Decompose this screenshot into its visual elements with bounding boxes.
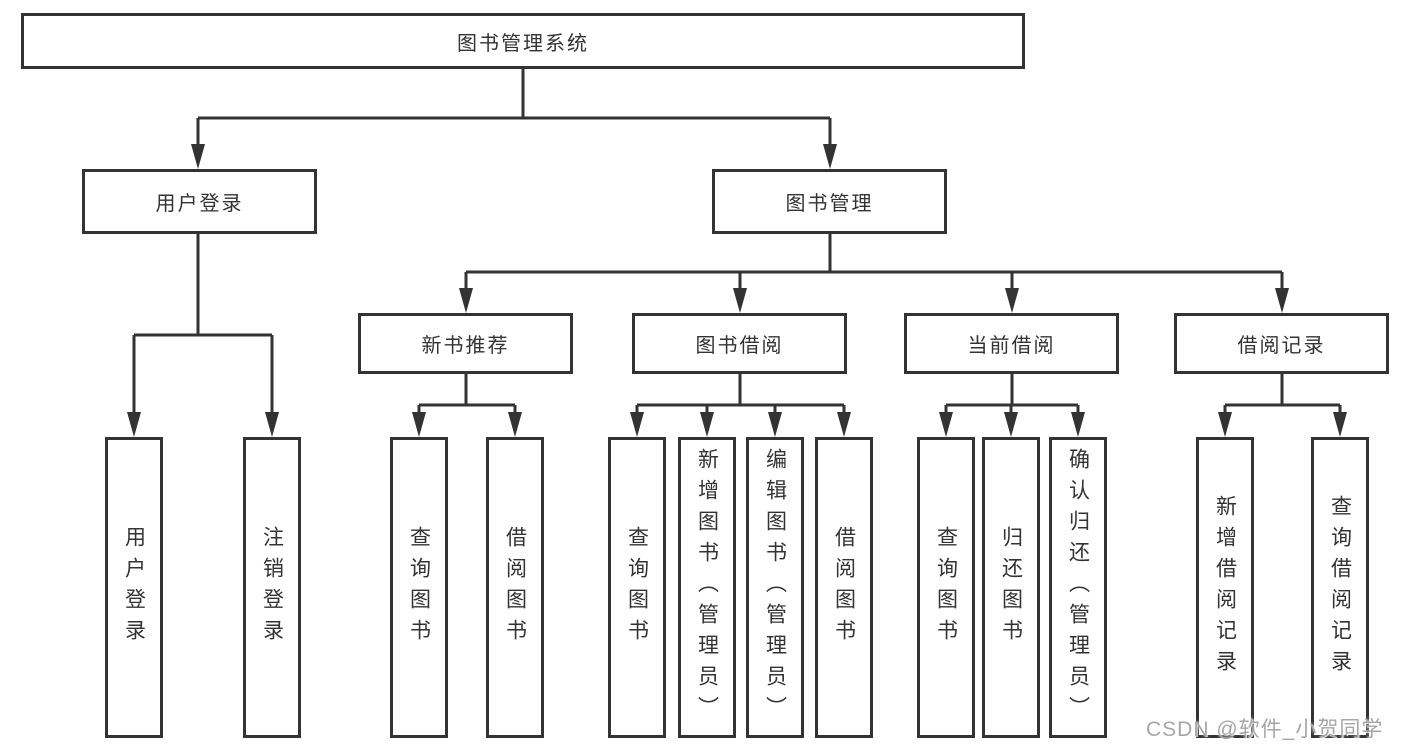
node-book-borrowing: 图书借阅 xyxy=(632,313,847,374)
connector-records-fork xyxy=(1223,374,1342,413)
leaf-label: 借阅图书 xyxy=(503,525,527,650)
arrow-down-icon xyxy=(939,412,953,437)
leaf-user-login: 用户登录 xyxy=(105,437,163,738)
arrow-down-icon xyxy=(1004,412,1018,437)
arrow-down-icon xyxy=(630,412,644,437)
arrowheads xyxy=(127,144,1347,437)
arrow-down-icon xyxy=(1275,288,1289,313)
leaf-label: 借阅图书 xyxy=(832,525,856,650)
arrow-down-icon xyxy=(700,412,714,437)
arrow-down-icon xyxy=(191,144,205,169)
leaf-label: 编辑图书（管理员） xyxy=(763,448,787,727)
arrow-down-icon xyxy=(768,412,782,437)
leaf-label: 查询图书 xyxy=(407,525,431,650)
leaf-label: 确认归还（管理员） xyxy=(1066,448,1090,727)
node-user-login: 用户登录 xyxy=(82,169,317,234)
connector-login-fork xyxy=(132,234,274,413)
leaf-borrow-books-recommend: 借阅图书 xyxy=(486,437,544,738)
leaf-label: 查询图书 xyxy=(934,525,958,650)
connector-bookmgmt-to-level3 xyxy=(464,233,1284,289)
node-new-book-recommend: 新书推荐 xyxy=(358,313,573,374)
arrow-down-icon xyxy=(265,412,279,437)
arrow-down-icon xyxy=(1005,288,1019,313)
leaf-label: 归还图书 xyxy=(999,525,1023,650)
node-library-management-system: 图书管理系统 xyxy=(21,13,1025,69)
leaf-label: 查询图书 xyxy=(625,525,649,650)
arrow-down-icon xyxy=(733,288,747,313)
leaf-edit-book-admin: 编辑图书（管理员） xyxy=(746,437,804,738)
leaf-confirm-return-admin: 确认归还（管理员） xyxy=(1049,437,1107,738)
leaf-label: 新增图书（管理员） xyxy=(695,448,719,727)
leaf-query-books-recommend: 查询图书 xyxy=(390,437,448,738)
leaf-query-books-current: 查询图书 xyxy=(917,437,975,738)
leaf-label: 查询借阅记录 xyxy=(1328,494,1352,681)
csdn-watermark: CSDN @软件_小贺同学 xyxy=(1146,718,1384,741)
leaf-label: 注销登录 xyxy=(260,525,284,650)
leaf-query-borrow-record: 查询借阅记录 xyxy=(1311,437,1369,738)
connector-borrow-fork xyxy=(635,374,846,413)
leaf-logout: 注销登录 xyxy=(243,437,301,738)
arrow-down-icon xyxy=(837,412,851,437)
arrow-down-icon xyxy=(823,144,837,169)
leaf-query-books-borrow: 查询图书 xyxy=(608,437,666,738)
leaf-borrow-books: 借阅图书 xyxy=(815,437,873,738)
arrow-down-icon xyxy=(1333,412,1347,437)
arrow-down-icon xyxy=(1071,412,1085,437)
leaf-add-book-admin: 新增图书（管理员） xyxy=(678,437,736,738)
arrow-down-icon xyxy=(1218,412,1232,437)
leaf-label: 新增借阅记录 xyxy=(1213,494,1237,681)
leaf-return-book: 归还图书 xyxy=(982,437,1040,738)
leaf-label: 用户登录 xyxy=(122,525,146,650)
connector-recommend-fork xyxy=(417,374,517,413)
arrow-down-icon xyxy=(459,288,473,313)
leaf-add-borrow-record: 新增借阅记录 xyxy=(1196,437,1254,738)
connector-root-to-level2 xyxy=(196,69,832,145)
arrow-down-icon xyxy=(508,412,522,437)
arrow-down-icon xyxy=(127,412,141,437)
node-current-borrowing: 当前借阅 xyxy=(904,313,1119,374)
arrow-down-icon xyxy=(412,412,426,437)
connector-current-fork xyxy=(944,374,1080,413)
node-book-management: 图书管理 xyxy=(712,169,947,234)
node-borrowing-records: 借阅记录 xyxy=(1174,313,1389,374)
